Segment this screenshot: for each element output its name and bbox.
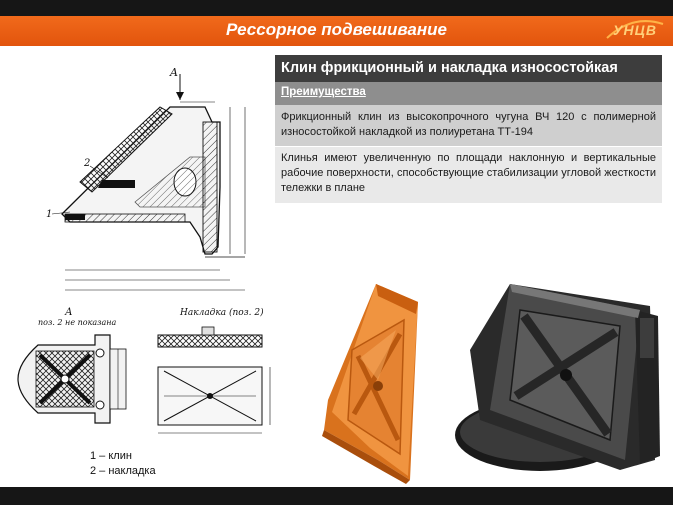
view-a-label: A: [169, 66, 178, 79]
bottom-black-bar: [0, 487, 673, 505]
dark-wedge-image: [455, 284, 660, 471]
panel-heading: Клин фрикционный и накладка износостойка…: [275, 55, 662, 82]
top-black-bar: [0, 0, 673, 16]
part-2-label: 2: [83, 158, 90, 169]
view-a-drawing: А поз. 2 не показана: [17, 307, 127, 424]
logo-swoosh-icon: [606, 20, 664, 39]
legend-item-2: 2 – накладка: [90, 465, 156, 477]
logo: УНЦВ: [603, 18, 667, 44]
view-a-title: А: [64, 307, 73, 318]
orange-wedge-image: [322, 284, 418, 484]
slide-title: Рессорное подвешивание: [226, 20, 447, 39]
panel-row-surfaces: Клинья имеют увеличенную по площади накл…: [275, 147, 662, 203]
info-panel: Клин фрикционный и накладка износостойка…: [275, 55, 662, 203]
legend: 1 – клин 2 – накладка: [90, 449, 156, 479]
legend-item-1: 1 – клин: [90, 450, 132, 462]
pad-drawing: Накладка (поз. 2): [157, 307, 271, 434]
title-bar: Рессорное подвешивание УНЦВ: [0, 16, 673, 46]
panel-row-material: Фрикционный клин из высокопрочного чугун…: [275, 105, 662, 147]
logo-text: УНЦВ: [613, 22, 657, 38]
part-1-label: 1: [46, 209, 52, 220]
wedge-side-view-drawing: A 1 2: [46, 66, 246, 291]
view-a-note: поз. 2 не показана: [38, 318, 117, 327]
pad-title: Накладка (поз. 2): [179, 307, 264, 318]
panel-subheading: Преимущества: [275, 82, 662, 105]
